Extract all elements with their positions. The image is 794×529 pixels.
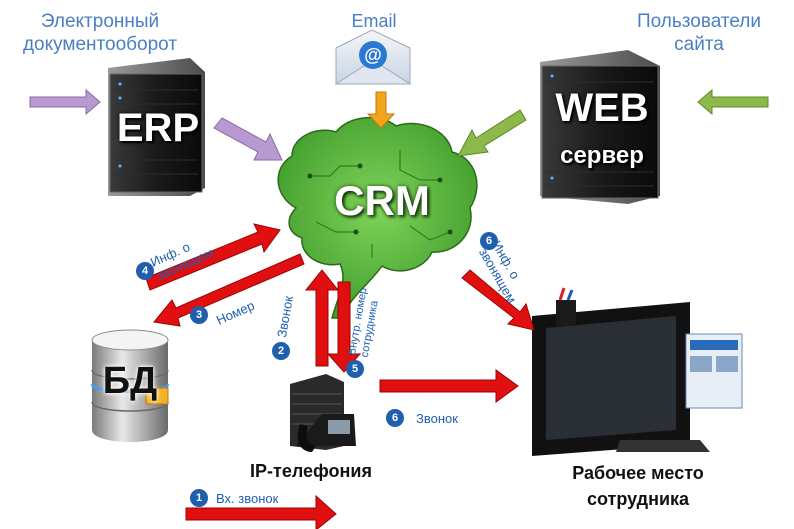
flow-arrow-caller-info-4	[145, 223, 281, 291]
site-users-caption: Пользователи сайта	[636, 11, 761, 55]
step-badge-1: 1	[190, 489, 208, 507]
step-badge-6-info: 6	[480, 232, 498, 250]
crm-brain-icon	[277, 116, 478, 319]
step-badge-5: 5	[346, 360, 364, 378]
step-badge-6-call: 6	[386, 409, 404, 427]
email-envelope-icon: @	[334, 29, 412, 85]
flow-arrow-call-2	[304, 269, 340, 367]
web-sub-label: сервер	[560, 142, 644, 169]
database-icon	[90, 329, 170, 442]
flow-label-call-6: Звонок	[416, 411, 458, 426]
input-arrow-email	[366, 91, 396, 129]
ip-telephony-caption: IP-телефония	[250, 461, 372, 481]
workplace-monitor-icon	[532, 287, 743, 456]
flow-arrow-incoming-call	[185, 494, 337, 529]
web-server-icon	[540, 50, 660, 204]
flow-label-incoming-call: Вх. звонок	[216, 491, 279, 506]
workplace-caption: Рабочее место сотрудника	[572, 463, 704, 509]
web-label: WEB	[555, 86, 649, 130]
erp-label: ERP	[116, 106, 200, 150]
flow-arrow-caller-info-6	[461, 269, 535, 331]
edms-caption: Электронный документооборот	[22, 11, 178, 55]
step-badge-2: 2	[272, 342, 290, 360]
step-badge-4: 4	[136, 262, 154, 280]
input-arrow-erp-crm	[213, 117, 283, 161]
input-arrow-web-crm	[457, 109, 527, 157]
db-label: БД	[102, 360, 158, 402]
email-caption: Email	[351, 11, 397, 31]
crm-label: CRM	[334, 177, 430, 224]
flow-arrow-call-6	[379, 369, 519, 403]
step-badge-3: 3	[190, 306, 208, 324]
input-arrow-site-users	[697, 88, 769, 116]
ip-telephony-icon	[290, 374, 356, 452]
erp-server-icon	[108, 58, 205, 196]
input-arrow-edms	[29, 88, 101, 116]
svg-text:@: @	[364, 45, 382, 65]
